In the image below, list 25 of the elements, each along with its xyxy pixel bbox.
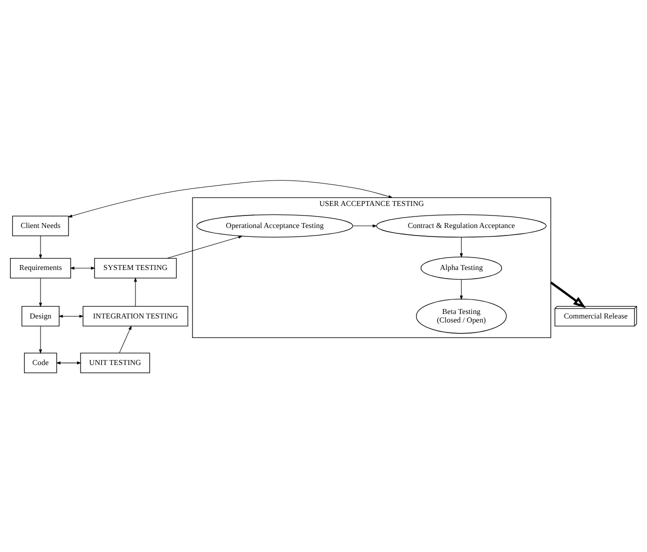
node-ellipse: Contract & Regulation Acceptance <box>376 214 547 237</box>
arrow <box>352 224 378 227</box>
arrow <box>38 277 42 307</box>
arrow <box>58 314 84 318</box>
node-ellipse: Alpha Testing <box>420 256 502 280</box>
node-box: Requirements <box>10 257 72 278</box>
arrow <box>38 235 42 258</box>
arrow <box>134 276 137 306</box>
arrow <box>119 324 132 353</box>
arrow <box>460 236 463 258</box>
node-box: SYSTEM TESTING <box>94 257 177 278</box>
node-box: Design <box>22 306 60 326</box>
node-ellipse: Beta Testing (Closed / Open) <box>416 298 507 334</box>
arrow <box>460 278 463 300</box>
node-box: INTEGRATION TESTING <box>82 306 188 326</box>
arrow <box>56 360 82 364</box>
node-box: Client Needs <box>12 215 69 236</box>
node-box: Code <box>24 352 58 373</box>
node-box: UNIT TESTING <box>80 352 150 373</box>
arrow <box>70 266 96 270</box>
arrow <box>38 325 42 354</box>
arrow <box>166 235 243 258</box>
arrow <box>68 180 393 217</box>
node-ellipse: Operational Acceptance Testing <box>196 214 354 237</box>
arrow <box>550 281 586 308</box>
